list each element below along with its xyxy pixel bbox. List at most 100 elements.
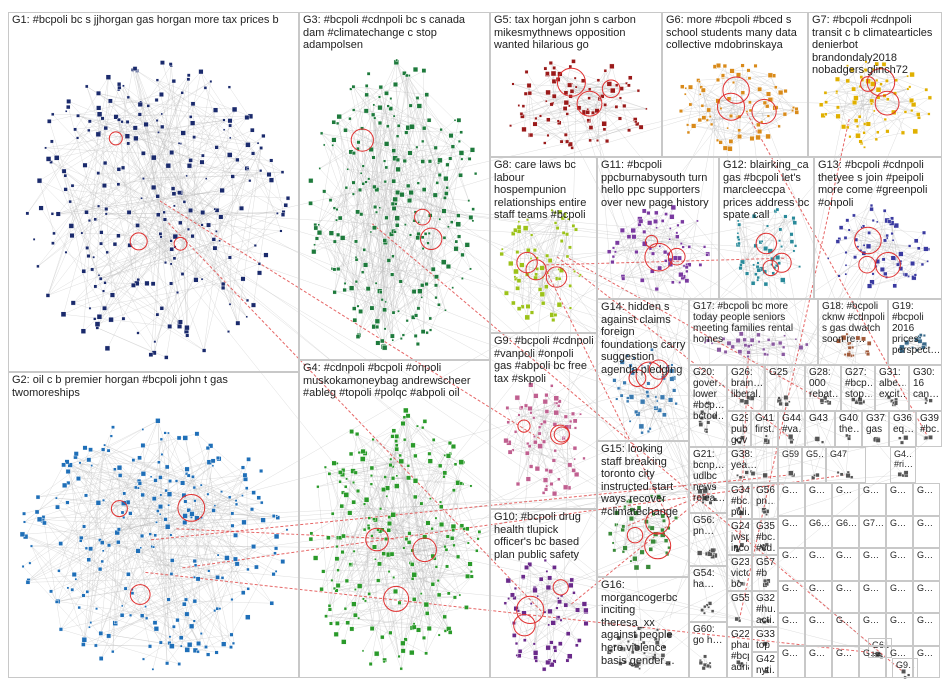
group-box-g37[interactable]: G37: gas [862, 411, 889, 447]
group-box-g40[interactable]: G40: the… [835, 411, 862, 447]
group-box-g5[interactable]: G5: tax horgan john s carbon mikesmythne… [490, 12, 662, 157]
group-box-g54[interactable]: G57: #b [752, 555, 778, 591]
group-box-g57[interactable]: G35: #bc… #cd… [752, 519, 778, 555]
group-box-g17[interactable]: G17: #bcpoli bc more today people senior… [689, 299, 818, 365]
group-box-g35[interactable]: G24: jwspry incon… 'the… [727, 519, 752, 555]
group-box-g26[interactable]: G26: brain… liberal… [727, 365, 765, 411]
tiny-group-cell[interactable]: G… [913, 613, 940, 646]
tiny-group-cell[interactable]: G… [805, 483, 832, 516]
group-box-g8[interactable]: G8: care laws bc labour hospempunion rel… [490, 157, 597, 333]
group-box-g39[interactable]: G39: #bc… [916, 411, 942, 447]
group-box-g14[interactable]: G14: hidden s against claims foreign fou… [597, 299, 689, 441]
tiny-group-cell[interactable]: G… [913, 548, 940, 581]
tiny-group-cell[interactable]: G… [832, 483, 859, 516]
tiny-group-cell[interactable]: G… [859, 580, 886, 613]
tiny-group-cell[interactable]: G… [778, 580, 805, 613]
tiny-group-cell[interactable]: G… [832, 613, 859, 646]
group-box-g9[interactable]: G9: #bcpoli #cdnpoli #vanpoli #onpoli ga… [490, 333, 597, 509]
group-box-g42[interactable]: G22: phar… #bcp… adria… [727, 627, 752, 678]
node [253, 243, 257, 247]
node [169, 262, 173, 266]
tiny-group-cell[interactable]: G… [886, 580, 913, 613]
group-box-g7[interactable]: G7: #bcpoli #cdnpoli transit c b climate… [808, 12, 942, 157]
group-box-g1[interactable]: G1: #bcpoli bc s jjhorgan gas horgan mor… [8, 12, 299, 372]
tiny-group-cell[interactable]: G… [778, 613, 805, 646]
group-box-g21[interactable]: G21: bcnp… udlbc news relea… [689, 447, 727, 513]
group-box-g43[interactable]: G43 [805, 411, 835, 447]
tiny-group-cell[interactable]: G… [886, 548, 913, 581]
group-box-g33[interactable]: G55 [727, 591, 752, 627]
group-box-g15[interactable]: G15: looking staff breaking toronto city… [597, 441, 689, 577]
tiny-group-cell[interactable]: G… [913, 645, 940, 678]
group-box-g12[interactable]: G12: blairking_ca gas #bcpoli let's marc… [719, 157, 814, 299]
tiny-group-cell[interactable]: G… [886, 483, 913, 516]
tiny-group-cell[interactable]: G6… [832, 515, 859, 548]
node [250, 302, 256, 308]
group-box-g4x[interactable]: G4… #ri… [890, 447, 916, 483]
group-box-g28[interactable]: G28: 000 rebat… [805, 365, 841, 411]
tiny-group-cell[interactable]: G… [859, 548, 886, 581]
group-box-g20[interactable]: G20: gover… lower #bcp… bctod… [689, 365, 727, 447]
edge [514, 579, 572, 599]
tiny-group-cell[interactable]: G… [832, 548, 859, 581]
tiny-group-cell[interactable]: G… [805, 613, 832, 646]
tiny-group-cell[interactable]: G… [778, 645, 805, 678]
tiny-group-cell[interactable]: G… [859, 483, 886, 516]
tiny-group-cell[interactable]: G… [913, 483, 940, 516]
group-box-g11[interactable]: G11: #bcpoli ppcburnabysouth turn hello … [597, 157, 719, 299]
tiny-group-cell[interactable]: G… [913, 515, 940, 548]
group-box-g27[interactable]: G27: #bcp… stop… [841, 365, 875, 411]
group-box-g10[interactable]: G10: #bcpoli drug health tlupick officer… [490, 509, 597, 678]
group-box-g60[interactable]: G33: top 2 5… [752, 627, 778, 652]
node [199, 632, 203, 636]
group-box-g5x[interactable]: G5… [802, 447, 826, 483]
group-box-g23[interactable]: G54: ha… [689, 566, 727, 622]
group-box-g6[interactable]: G6: more #bcpoli #bced s school students… [662, 12, 808, 157]
tiny-group-cell[interactable]: G… [805, 548, 832, 581]
tiny-group-cell[interactable]: G… [832, 645, 859, 678]
tiny-group-cell[interactable]: G… [832, 580, 859, 613]
node [150, 281, 156, 287]
group-box-g19[interactable]: G19: #bcpoli 2016 prices perspect… [888, 299, 942, 365]
group-box-g25[interactable]: G25 [765, 365, 805, 411]
tiny-group-cell[interactable]: G… [778, 515, 805, 548]
tiny-group-cell[interactable]: G6… [805, 515, 832, 548]
edge [687, 80, 699, 125]
tiny-group-cell[interactable]: G… [859, 613, 886, 646]
group-box-g4[interactable]: G4: #cdnpoli #bcpoli #onpoli muskokamone… [299, 360, 490, 678]
group-box-g55[interactable]: G32: #hu… acti… [752, 591, 778, 627]
group-box-g36[interactable]: G36: eq… [889, 411, 916, 447]
tiny-group-cell[interactable]: G… [778, 548, 805, 581]
tiny-group-cell[interactable]: G… [886, 515, 913, 548]
edge [127, 119, 224, 137]
group-box-g18[interactable]: G18: #bcpoli cknw #cdnpoli s gas dwatch … [818, 299, 888, 365]
group-box-g2[interactable]: G2: oil c b premier horgan #bcpoli john … [8, 372, 299, 678]
group-box-g34[interactable]: G34: #bc… poli… [727, 483, 752, 519]
tiny-group-cell[interactable]: G… [805, 580, 832, 613]
group-box-g31[interactable]: G31: albe… excit… [875, 365, 909, 411]
group-box-g22[interactable]: G60: go h… [689, 622, 727, 678]
group-box-g41[interactable]: G41: first… [751, 411, 778, 447]
group-box-g38[interactable]: G38: yea… [727, 447, 778, 483]
group-box-g59[interactable]: G59 [778, 447, 802, 483]
group-box-g16[interactable]: G16: morgancogerbc inciting theresa_xx a… [597, 577, 689, 678]
tiny-group-cell[interactable]: G7… [859, 515, 886, 548]
tiny-group-cell[interactable]: G… [886, 613, 913, 646]
group-box-g30[interactable]: G30: 16 can… [909, 365, 942, 411]
tiny-group-cell[interactable]: G… [805, 645, 832, 678]
group-box-g29[interactable]: G29: pub… gov… [727, 411, 751, 447]
group-box-g61[interactable]: G42: nyti… [752, 652, 778, 678]
group-box-g24[interactable]: G56: pn… [689, 513, 727, 566]
tiny-group-cell[interactable]: G… [778, 483, 805, 516]
tiny-group-cell[interactable]: G… [859, 645, 886, 678]
group-box-g13[interactable]: G13: #bcpoli #cdnpoli thetyee s join #pe… [814, 157, 942, 299]
edge [137, 225, 267, 256]
group-box-g3[interactable]: G3: #bcpoli #cdnpoli bc s canada dam #cl… [299, 12, 490, 360]
node [155, 194, 160, 199]
group-box-g56[interactable]: G56: pn… [752, 483, 778, 519]
group-box-g32[interactable]: G23: victor… bc pass… [727, 555, 752, 591]
group-box-g47[interactable]: G47 [826, 447, 866, 483]
tiny-group-cell[interactable]: G… [886, 645, 913, 678]
group-box-g44[interactable]: G44: #va… [778, 411, 805, 447]
tiny-group-cell[interactable]: G… [913, 580, 940, 613]
